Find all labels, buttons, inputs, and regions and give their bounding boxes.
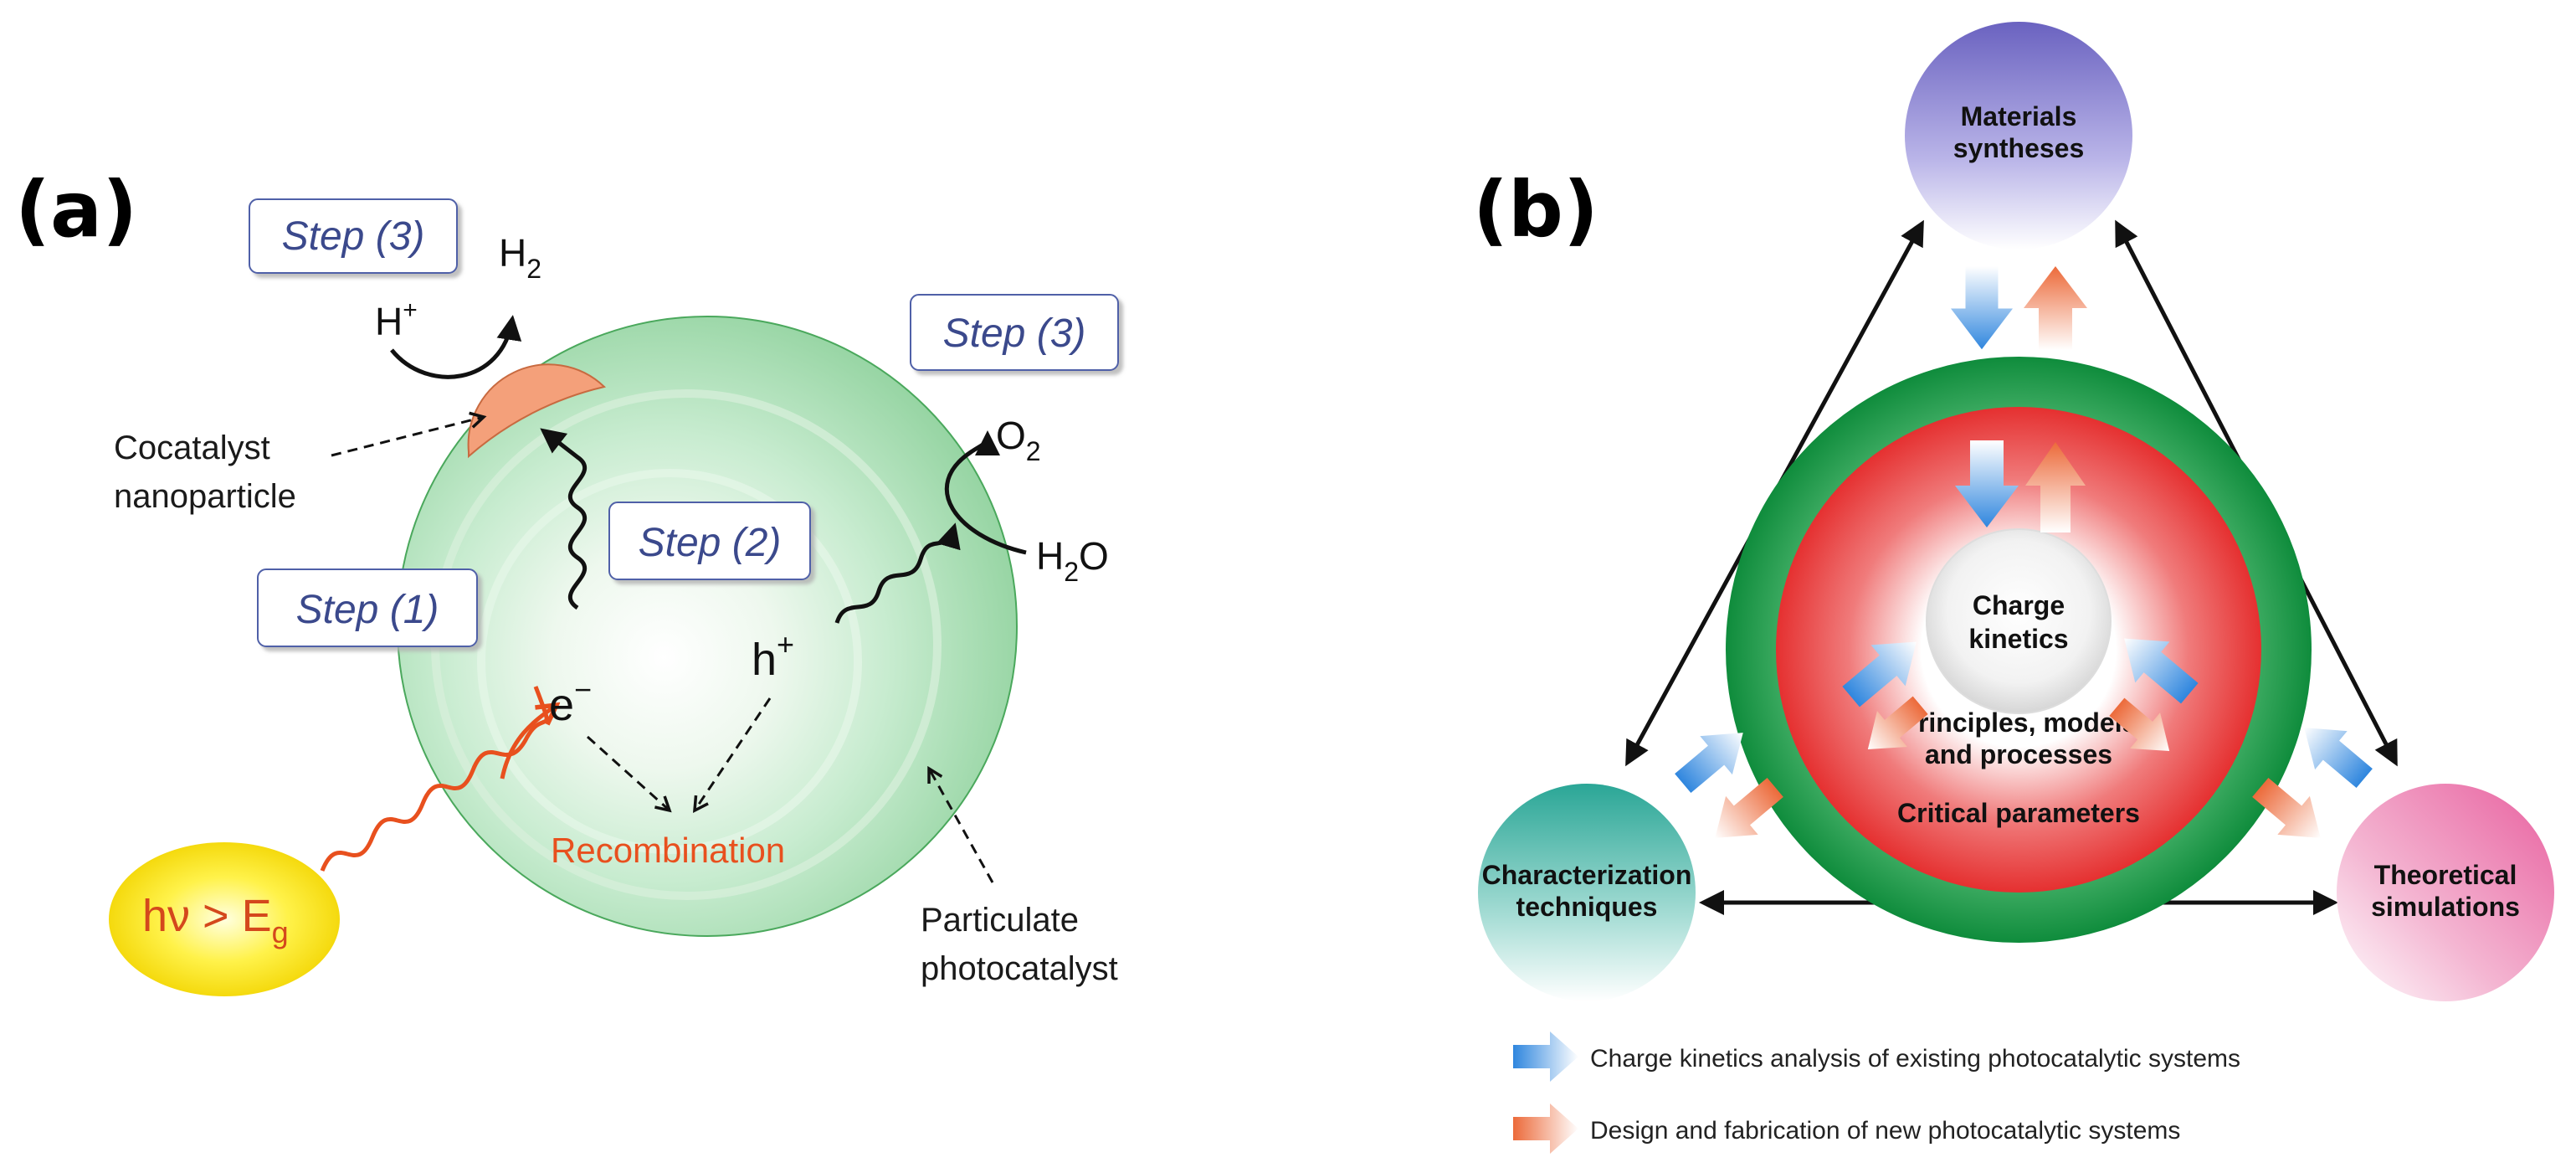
right-link-orange-arrow <box>2252 777 2321 838</box>
core-up-arrow-orange <box>2025 442 2086 532</box>
legend: Charge kinetics analysis of existing pho… <box>1513 1032 2240 1154</box>
inner-left-orange-arrow <box>1867 696 1928 749</box>
h2-evolution-arrow <box>390 315 522 379</box>
charge-kinetics-line2: kinetics <box>1968 624 2068 654</box>
particulate-label-line2: photocatalyst <box>921 950 1118 987</box>
theoretical-label-line2: simulations <box>2371 892 2520 922</box>
legend-blue-label: Charge kinetics analysis of existing pho… <box>1590 1045 2240 1073</box>
materials-down-arrow-blue <box>1948 265 2015 351</box>
photon-ellipse <box>109 842 340 996</box>
inner-right-blue-arrow <box>2124 638 2199 704</box>
panel-a-letter: (a) <box>15 165 137 255</box>
charge-kinetics-core <box>1926 528 2112 714</box>
step-3-right-label: Step (3) <box>943 311 1086 356</box>
h2-label: H2 <box>499 231 541 284</box>
o2-evolution-arrow <box>944 430 1027 555</box>
hole-transfer-wave <box>834 522 961 624</box>
legend-orange-label: Design and fabrication of new photocatal… <box>1590 1117 2180 1145</box>
inner-left-blue-arrow <box>1842 641 1917 707</box>
electron-label: e− <box>549 672 592 730</box>
critical-parameters-label: Critical parameters <box>1897 798 2140 828</box>
principles-line1: Principles, models <box>1901 707 2137 738</box>
principles-line2: and processes <box>1925 739 2112 769</box>
light-wave <box>320 686 549 872</box>
characterization-label-line1: Characterization <box>1482 860 1692 890</box>
cocatalyst-label-line1: Cocatalyst <box>114 430 270 466</box>
particulate-pointer <box>929 769 994 883</box>
panel-b-letter: (b) <box>1473 165 1598 255</box>
h2o-label: H2O <box>1036 534 1109 587</box>
characterization-label-line2: techniques <box>1516 892 1658 922</box>
step-3-left-label: Step (3) <box>282 214 425 259</box>
step-2-label: Step (2) <box>639 521 782 565</box>
materials-label-line1: Materials <box>1961 101 2077 131</box>
cocatalyst-pointer <box>331 417 484 457</box>
step-3-right-box: Step (3) <box>910 294 1119 371</box>
electron-transfer-wave <box>540 428 587 610</box>
hole-recombination-arrow <box>695 697 772 810</box>
charge-kinetics-line1: Charge <box>1973 590 2065 620</box>
particulate-label-line1: Particulate <box>921 902 1079 939</box>
light-wave-arrow <box>500 705 557 779</box>
panel-b: (b) Materials syntheses Characterization… <box>1473 22 2554 1154</box>
recombination-label: Recombination <box>551 831 785 870</box>
characterization-techniques-node <box>1478 784 1696 1001</box>
step-2-box: Step (2) <box>608 502 811 580</box>
materials-label-line2: syntheses <box>1953 133 2085 163</box>
right-link-blue-arrow <box>2304 728 2373 789</box>
h-plus-label: H+ <box>375 296 418 343</box>
o2-label: O2 <box>996 414 1041 466</box>
legend-blue-arrow <box>1513 1032 1578 1082</box>
materials-syntheses-node <box>1905 22 2132 250</box>
electron-recombination-arrow <box>586 735 670 810</box>
cocatalyst-label-line2: nanoparticle <box>114 478 296 515</box>
step-1-label: Step (1) <box>296 588 439 632</box>
materials-up-arrow-orange <box>2024 266 2087 350</box>
left-link-orange-arrow <box>1715 777 1783 838</box>
core-down-arrow-blue <box>1955 440 2019 527</box>
hole-label: h+ <box>752 627 794 685</box>
step-1-box: Step (1) <box>257 568 478 647</box>
step-3-left-box: Step (3) <box>249 198 458 274</box>
theoretical-label-line1: Theoretical <box>2374 860 2517 890</box>
inner-right-orange-arrow <box>2109 697 2170 751</box>
cocatalyst-nanoparticle <box>467 363 607 459</box>
left-link-blue-arrow <box>1675 733 1743 794</box>
theoretical-simulations-node <box>2337 784 2554 1001</box>
photon-label: hν > Eg <box>142 891 289 949</box>
panel-a: (a) hν > Eg Step (3) Step (3) Step (2) S… <box>15 165 1119 996</box>
particle-ring <box>477 469 862 854</box>
legend-orange-arrow <box>1513 1104 1578 1154</box>
